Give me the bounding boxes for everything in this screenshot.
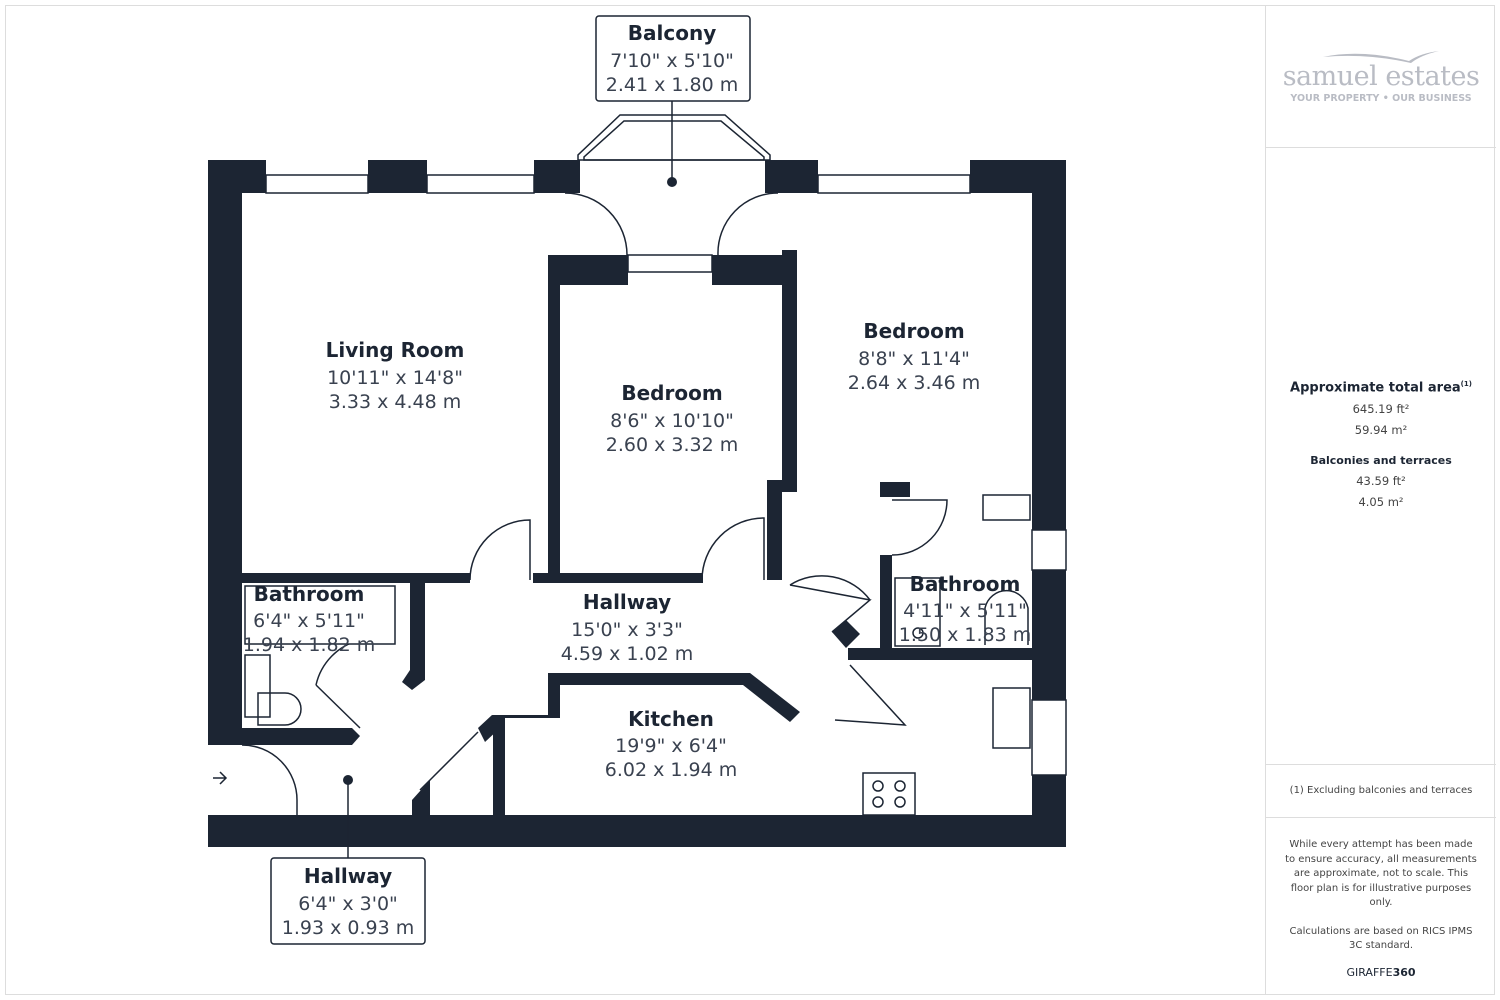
page-frame — [5, 5, 1495, 995]
room-imperial: 8'8" x 11'4" — [858, 348, 970, 370]
fixtures — [244, 100, 1031, 858]
total-area-ft2: 645.19 ft² — [1352, 402, 1410, 417]
logo-name: samuel estates — [1282, 61, 1480, 92]
room-imperial: 10'11" x 14'8" — [327, 367, 463, 389]
room-metric: 4.59 x 1.02 m — [561, 643, 693, 665]
room-name: Kitchen — [628, 707, 714, 731]
room-name: Bedroom — [621, 381, 722, 405]
logo-tagline: YOUR PROPERTY • OUR BUSINESS — [1290, 93, 1472, 104]
room-name: Hallway — [583, 590, 671, 614]
walls — [208, 160, 1066, 847]
room-name: Bedroom — [863, 319, 964, 343]
footnote-mark: (1) — [1460, 380, 1472, 388]
area-summary: Approximate total area(1) 645.19 ft² 59.… — [1266, 148, 1496, 765]
room-metric: 1.93 x 0.93 m — [282, 917, 414, 939]
logo-bird-icon — [1323, 51, 1439, 63]
company-logo: samuel estates YOUR PROPERTY • OUR BUSIN… — [1266, 5, 1496, 148]
room-metric: 2.41 x 1.80 m — [606, 74, 738, 96]
balconies-m2: 4.05 m² — [1358, 495, 1404, 510]
room-bedroom-middle: Bedroom 8'6" x 10'10" 2.60 x 3.32 m — [606, 381, 738, 456]
balconies-ft2: 43.59 ft² — [1356, 474, 1406, 489]
room-metric: 6.02 x 1.94 m — [605, 759, 737, 781]
balcony-label-box — [595, 15, 751, 102]
room-hallway-entry: Hallway 6'4" x 3'0" 1.93 x 0.93 m — [282, 864, 414, 939]
room-name: Bathroom — [910, 572, 1021, 596]
room-balcony: Balcony 7'10" x 5'10" 2.41 x 1.80 m — [606, 21, 738, 96]
room-imperial: 7'10" x 5'10" — [610, 50, 734, 72]
hallway-label-box — [270, 857, 426, 945]
room-imperial: 6'4" x 5'11" — [253, 610, 365, 632]
room-imperial: 15'0" x 3'3" — [571, 619, 683, 641]
hob — [862, 772, 916, 816]
calculations-note: Calculations are based on RICS IPMS 3C s… — [1289, 925, 1473, 952]
area-title: Approximate total area — [1290, 380, 1461, 396]
room-bathroom-right: Bathroom 4'11" x 5'11" 1.50 x 1.83 m — [899, 572, 1031, 646]
room-metric: 3.33 x 4.48 m — [329, 391, 461, 413]
room-name: Bathroom — [254, 582, 365, 606]
room-metric: 2.64 x 3.46 m — [848, 372, 980, 394]
footnote: (1) Excluding balconies and terraces — [1266, 765, 1496, 818]
room-imperial: 6'4" x 3'0" — [298, 893, 398, 915]
floor-plan: Balcony 7'10" x 5'10" 2.41 x 1.80 m Livi… — [208, 15, 1067, 945]
total-area-m2: 59.94 m² — [1354, 423, 1408, 438]
disclaimer: While every attempt has been made to ens… — [1285, 839, 1477, 908]
brand-prefix: GIRAFFE — [1346, 965, 1393, 979]
disclaimer-section: While every attempt has been made to ens… — [1266, 818, 1496, 995]
balcony-outline-inner — [583, 120, 765, 161]
room-imperial: 4'11" x 5'11" — [903, 600, 1027, 622]
balconies-title: Balconies and terraces — [1310, 454, 1452, 468]
room-name: Balcony — [628, 21, 716, 45]
room-metric: 1.50 x 1.83 m — [899, 624, 1031, 646]
room-hallway-main: Hallway 15'0" x 3'3" 4.59 x 1.02 m — [561, 590, 693, 665]
windows — [265, 174, 1067, 776]
room-imperial: 8'6" x 10'10" — [610, 410, 734, 432]
room-name: Hallway — [304, 864, 392, 888]
room-living-room: Living Room 10'11" x 14'8" 3.33 x 4.48 m — [326, 338, 465, 413]
room-bathroom-left: Bathroom 6'4" x 5'11" 1.94 x 1.82 m — [243, 582, 375, 656]
room-metric: 1.94 x 1.82 m — [243, 634, 375, 656]
room-metric: 2.60 x 3.32 m — [606, 434, 738, 456]
doors — [213, 192, 948, 815]
room-kitchen: Kitchen 19'9" x 6'4" 6.02 x 1.94 m — [605, 707, 737, 781]
room-bedroom-right: Bedroom 8'8" x 11'4" 2.64 x 3.46 m — [848, 319, 980, 394]
room-imperial: 19'9" x 6'4" — [615, 735, 727, 757]
info-panel: samuel estates YOUR PROPERTY • OUR BUSIN… — [1265, 5, 1496, 995]
room-name: Living Room — [326, 338, 465, 362]
brand-suffix: 360 — [1392, 965, 1416, 979]
brand-logo: GIRAFFE360 — [1284, 966, 1478, 981]
